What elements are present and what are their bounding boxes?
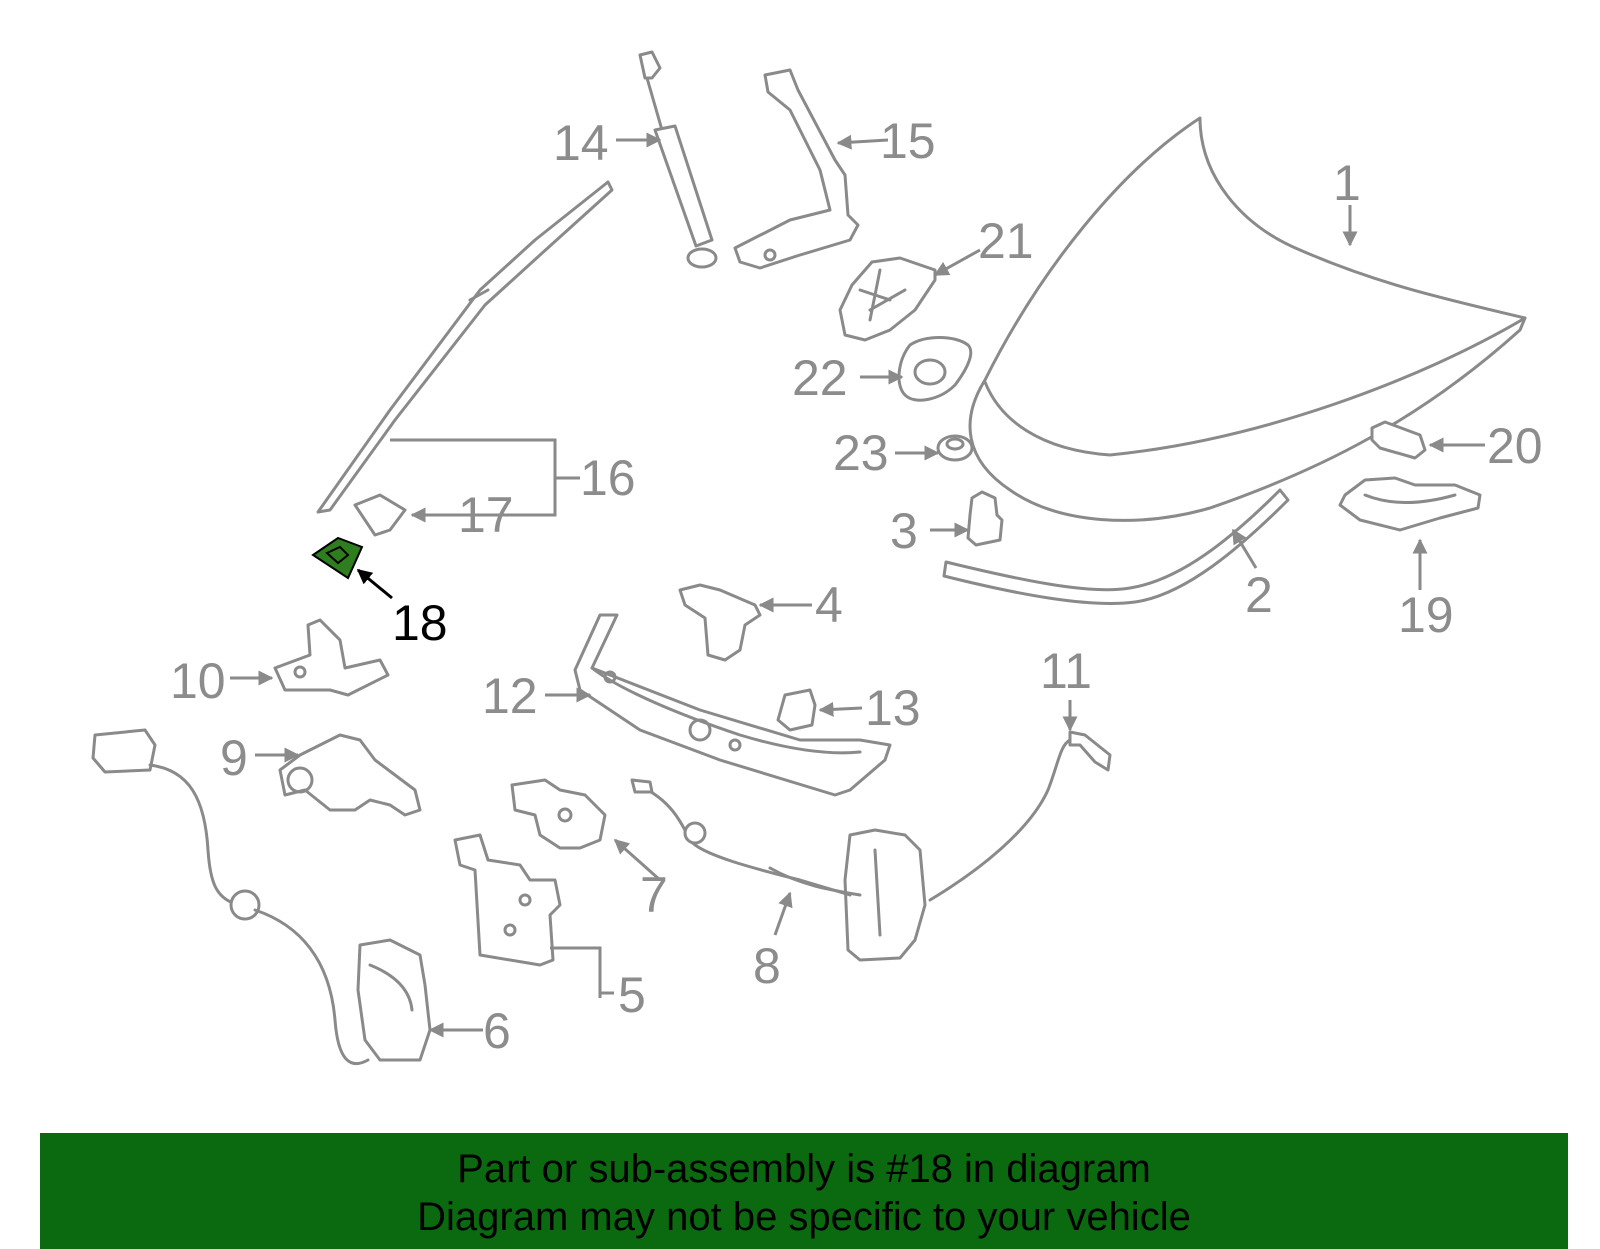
cross-member: [573, 613, 892, 797]
hood-seal: [942, 488, 1290, 605]
release-handle: [630, 778, 927, 962]
tray-bracket: [1338, 476, 1482, 532]
callout-8: 8: [753, 938, 781, 994]
gas-strut: [638, 50, 718, 269]
hood-lock: [91, 728, 432, 1066]
callout-11: 11: [1040, 643, 1092, 699]
leader-lines: [230, 132, 1485, 1038]
callout-4: 4: [815, 577, 843, 633]
release-cable: [928, 730, 1112, 902]
callout-7: 7: [640, 867, 668, 923]
info-banner: Part or sub-assembly is #18 in diagram D…: [40, 1133, 1568, 1249]
callout-16: 16: [580, 450, 636, 506]
rubber-plug: [936, 434, 974, 462]
callout-14: 14: [553, 115, 609, 171]
banner-line-2: Diagram may not be specific to your vehi…: [417, 1195, 1191, 1239]
callout-18: 18: [392, 595, 448, 651]
actuator: [278, 733, 422, 817]
edge-trim: [316, 180, 614, 514]
callout-17: 17: [458, 487, 514, 543]
banner-line-1: Part or sub-assembly is #18 in diagram: [457, 1147, 1151, 1191]
callout-5: 5: [618, 967, 646, 1023]
small-bracket: [678, 583, 762, 662]
hood-hinge: [733, 68, 860, 270]
callout-23: 23: [833, 425, 889, 481]
callout-2: 2: [1245, 567, 1273, 623]
callout-12: 12: [482, 668, 538, 724]
callout-labels: 1 2 3 4 5 6 7 8 9 10 11 12 13 14 15 16 1…: [170, 113, 1543, 1059]
callout-9: 9: [220, 730, 248, 786]
plastic-clip: [776, 688, 817, 732]
callout-22: 22: [792, 350, 848, 406]
mount-bracket: [273, 618, 390, 697]
bushing: [1370, 420, 1427, 460]
callout-20: 20: [1487, 418, 1543, 474]
insulation-pad: [838, 256, 937, 342]
callout-19: 19: [1398, 587, 1454, 643]
callout-6: 6: [483, 1003, 511, 1059]
callout-1: 1: [1333, 155, 1361, 211]
grommet-ring: [897, 336, 973, 402]
callout-10: 10: [170, 653, 226, 709]
callout-15: 15: [880, 113, 936, 169]
callout-21: 21: [978, 213, 1034, 269]
trim-pad: [353, 493, 407, 537]
hood-panel: [968, 116, 1527, 522]
callout-3: 3: [890, 503, 918, 559]
latch-plate: [510, 778, 607, 850]
highlighted-part-18: [311, 536, 364, 580]
callout-13: 13: [865, 680, 921, 736]
bumper-stop: [966, 490, 1004, 547]
latch-bracket: [453, 833, 562, 967]
